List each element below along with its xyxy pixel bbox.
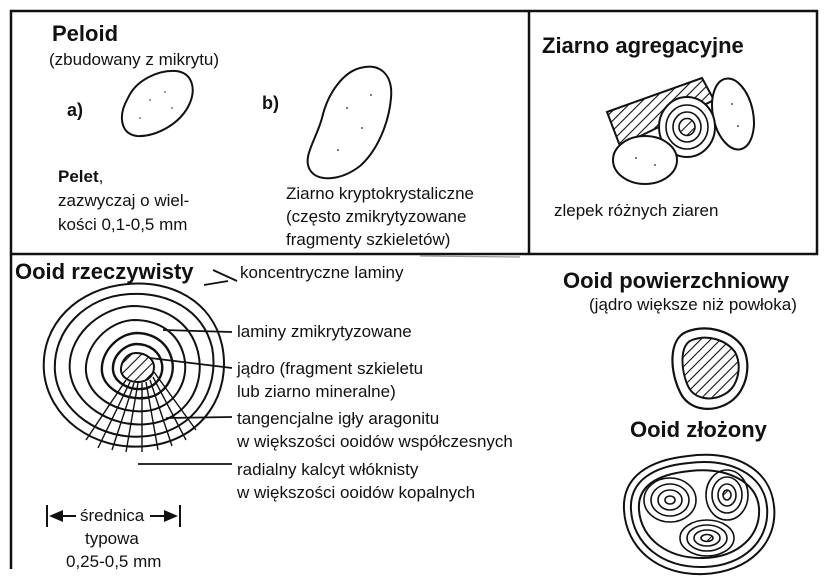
label-b: b) <box>262 93 279 114</box>
composite-ooid-drawing <box>624 455 774 574</box>
label-concentric-laminae: koncentryczne laminy <box>240 263 403 283</box>
pelet-comma: , <box>99 167 104 186</box>
label-micritized-laminae: laminy zmikrytyzowane <box>237 322 412 342</box>
superficial-ooid-drawing <box>672 328 747 408</box>
pelet-grain <box>122 71 193 136</box>
label-radial-1: radialny kalcyt włóknisty <box>237 460 418 480</box>
label-radial-2: w większości ooidów kopalnych <box>237 483 475 503</box>
aggregate-grain-drawing <box>607 75 760 184</box>
cryptocrystalline-line2: (często zmikrytyzowane <box>286 207 466 227</box>
diameter-line2: typowa <box>85 529 139 549</box>
arrow-right-icon <box>164 510 178 522</box>
peloid-title: Peloid <box>52 21 118 46</box>
superficial-ooid-title: Ooid powierzchniowy <box>563 268 789 293</box>
true-ooid-title: Ooid rzeczywisty <box>15 259 194 284</box>
label-a: a) <box>67 100 83 121</box>
true-ooid-drawing <box>44 284 224 452</box>
label-tangential-2: w większości ooidów współczesnych <box>237 432 513 452</box>
label-tangential-1: tangencjalne igły aragonitu <box>237 409 439 429</box>
cryptocrystalline-speckles <box>337 94 372 151</box>
label-nucleus-1: jądro (fragment szkieletu <box>237 359 423 379</box>
pelet-line2: zazwyczaj o wiel- <box>58 191 189 211</box>
aggregate-title: Ziarno agregacyjne <box>542 33 744 58</box>
peloid-subtitle: (zbudowany z mikrytu) <box>49 50 219 70</box>
cryptocrystalline-line3: fragmenty szkieletów) <box>286 230 450 250</box>
diameter-label: średnica <box>80 506 144 526</box>
cryptocrystalline-line1: Ziarno kryptokrystaliczne <box>286 184 474 204</box>
cryptocrystalline-grain <box>308 67 392 179</box>
aggregate-caption: zlepek różnych ziaren <box>554 201 718 221</box>
panel-separator-scribble <box>420 256 520 257</box>
pelet-title: Pelet <box>58 167 99 186</box>
label-nucleus-2: lub ziarno mineralne) <box>237 382 396 402</box>
composite-ooid-title: Ooid złożony <box>630 417 767 442</box>
pelet-speckles <box>139 91 173 119</box>
diameter-value: 0,25-0,5 mm <box>66 552 161 572</box>
pelet-line1: Pelet, <box>58 167 103 187</box>
superficial-ooid-subtitle: (jądro większe niż powłoka) <box>589 295 797 315</box>
pelet-line3: kości 0,1-0,5 mm <box>58 215 187 235</box>
arrow-left-icon <box>49 510 63 522</box>
